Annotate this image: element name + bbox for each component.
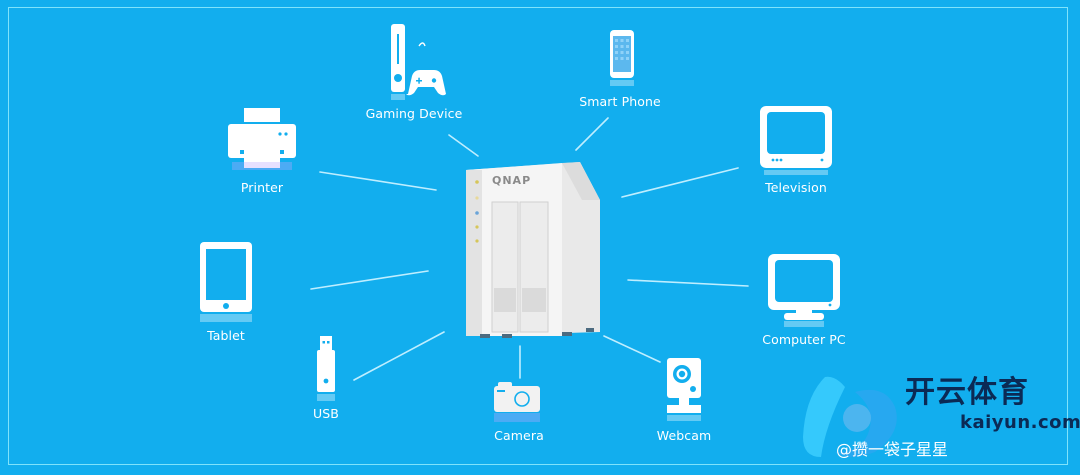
device-label: Television: [765, 180, 827, 195]
kaiyun-logo-icon: [803, 376, 897, 457]
link-printer: [319, 171, 437, 191]
device-label: Tablet: [207, 328, 245, 343]
device-camera: Camera: [482, 380, 556, 443]
watermark-domain: kaiyun.com: [960, 412, 1080, 433]
tablet-icon: [200, 242, 252, 322]
webcam-icon: [667, 358, 701, 421]
device-computer: Computer PC: [754, 250, 854, 347]
link-computer: [627, 279, 749, 287]
device-smartphone: Smart Phone: [572, 28, 668, 109]
game-console-icon: [391, 24, 446, 100]
link-smartphone: [575, 117, 609, 151]
monitor-icon: [768, 254, 840, 327]
television-icon: [760, 106, 832, 175]
link-tablet: [310, 270, 429, 290]
device-tablet: Tablet: [190, 240, 262, 343]
device-label: Webcam: [656, 428, 712, 443]
watermark-title: 开云体育: [905, 375, 1029, 410]
device-label: Gaming Device: [365, 106, 463, 121]
device-label: Camera: [494, 428, 544, 443]
device-television: Television: [746, 102, 846, 195]
camera-icon: [494, 382, 540, 422]
device-gaming: Gaming Device: [364, 20, 464, 121]
usb-drive-icon: [317, 336, 335, 401]
link-gaming: [448, 134, 479, 157]
device-usb: USB: [296, 334, 356, 421]
nas-brand-logo: QNAP: [492, 174, 531, 187]
watermark-subtitle: @攒一袋子星星: [836, 440, 949, 459]
device-webcam: Webcam: [648, 356, 720, 443]
qnap-nas-device: QNAP: [466, 162, 600, 338]
link-webcam: [603, 335, 661, 363]
device-label: Smart Phone: [579, 94, 661, 109]
link-usb: [353, 331, 445, 381]
link-television: [621, 167, 739, 198]
device-printer: Printer: [220, 104, 304, 195]
smartphone-icon: [610, 30, 634, 86]
device-label: USB: [313, 406, 339, 421]
printer-icon: [228, 108, 296, 170]
device-label: Computer PC: [762, 332, 846, 347]
device-label: Printer: [240, 180, 284, 195]
